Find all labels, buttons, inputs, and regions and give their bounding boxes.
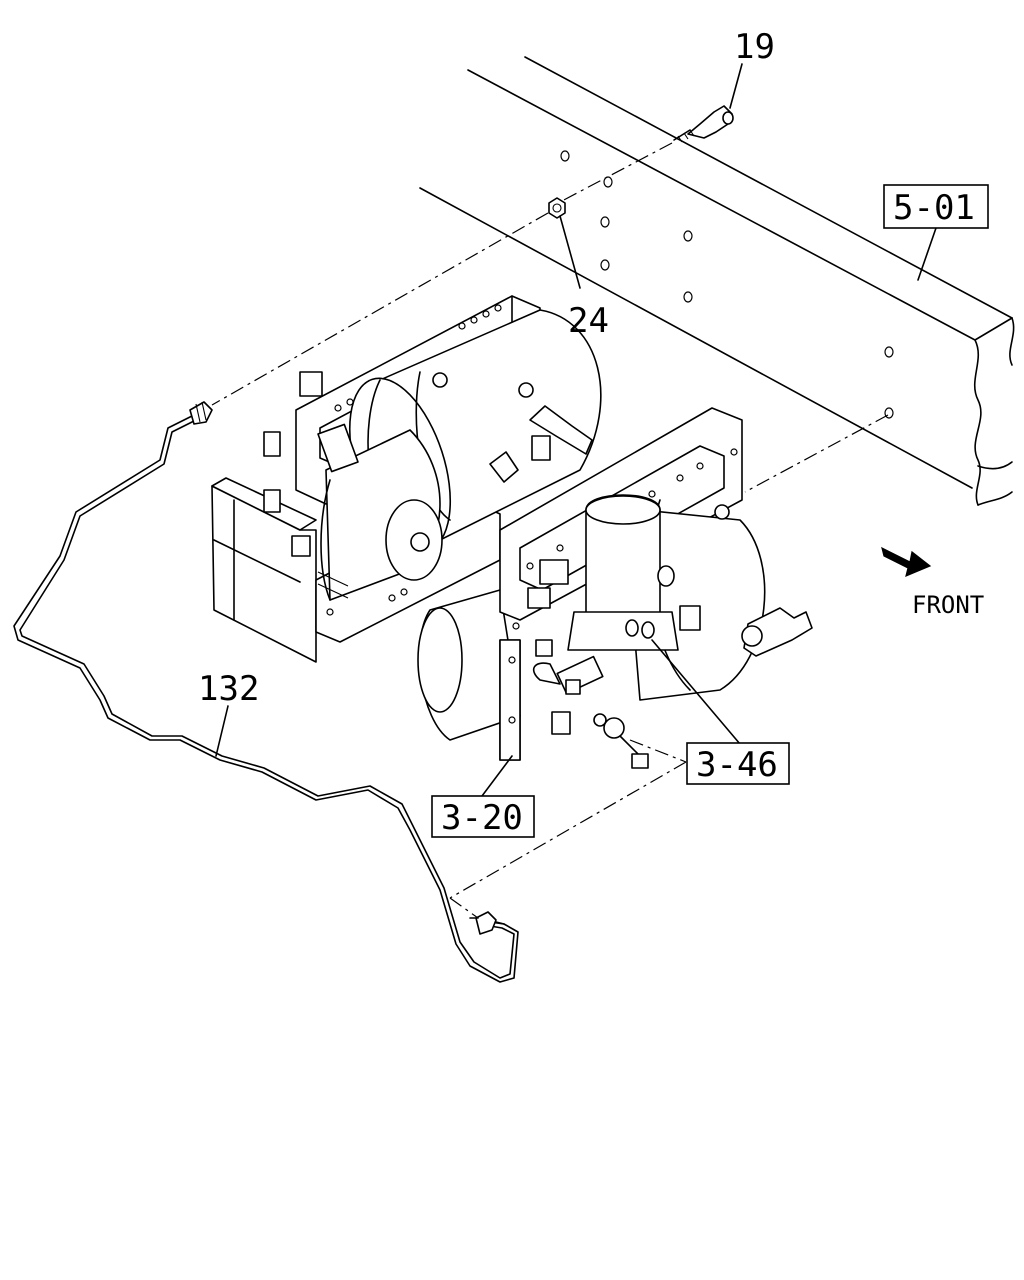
ref-501-label: 5-01 (893, 188, 975, 228)
nut-24 (548, 197, 581, 289)
assembly-lines (211, 142, 889, 919)
front-direction: FRONT (881, 546, 984, 619)
ref-346-label: 3-46 (696, 745, 778, 785)
frame-rail (419, 56, 1015, 506)
ref-box-320[interactable]: 3-20 (431, 795, 535, 838)
right-bracket-assembly (417, 407, 813, 769)
front-label: FRONT (912, 591, 984, 619)
fitting-19 (673, 63, 743, 143)
ref-box-346[interactable]: 3-46 (686, 742, 790, 785)
pipe-fitting-top (189, 401, 213, 425)
callout-24: 24 (568, 301, 609, 341)
arrow-icon (881, 546, 932, 578)
brake-pipe-132 (13, 401, 519, 983)
left-bracket-assembly (211, 295, 602, 663)
ref-box-501[interactable]: 5-01 (883, 184, 989, 229)
ref-320-label: 3-20 (441, 798, 523, 838)
callout-19: 19 (734, 27, 775, 67)
callout-132: 132 (198, 669, 259, 709)
pipe-fitting-bottom (469, 911, 505, 935)
leader-lines (481, 227, 937, 797)
